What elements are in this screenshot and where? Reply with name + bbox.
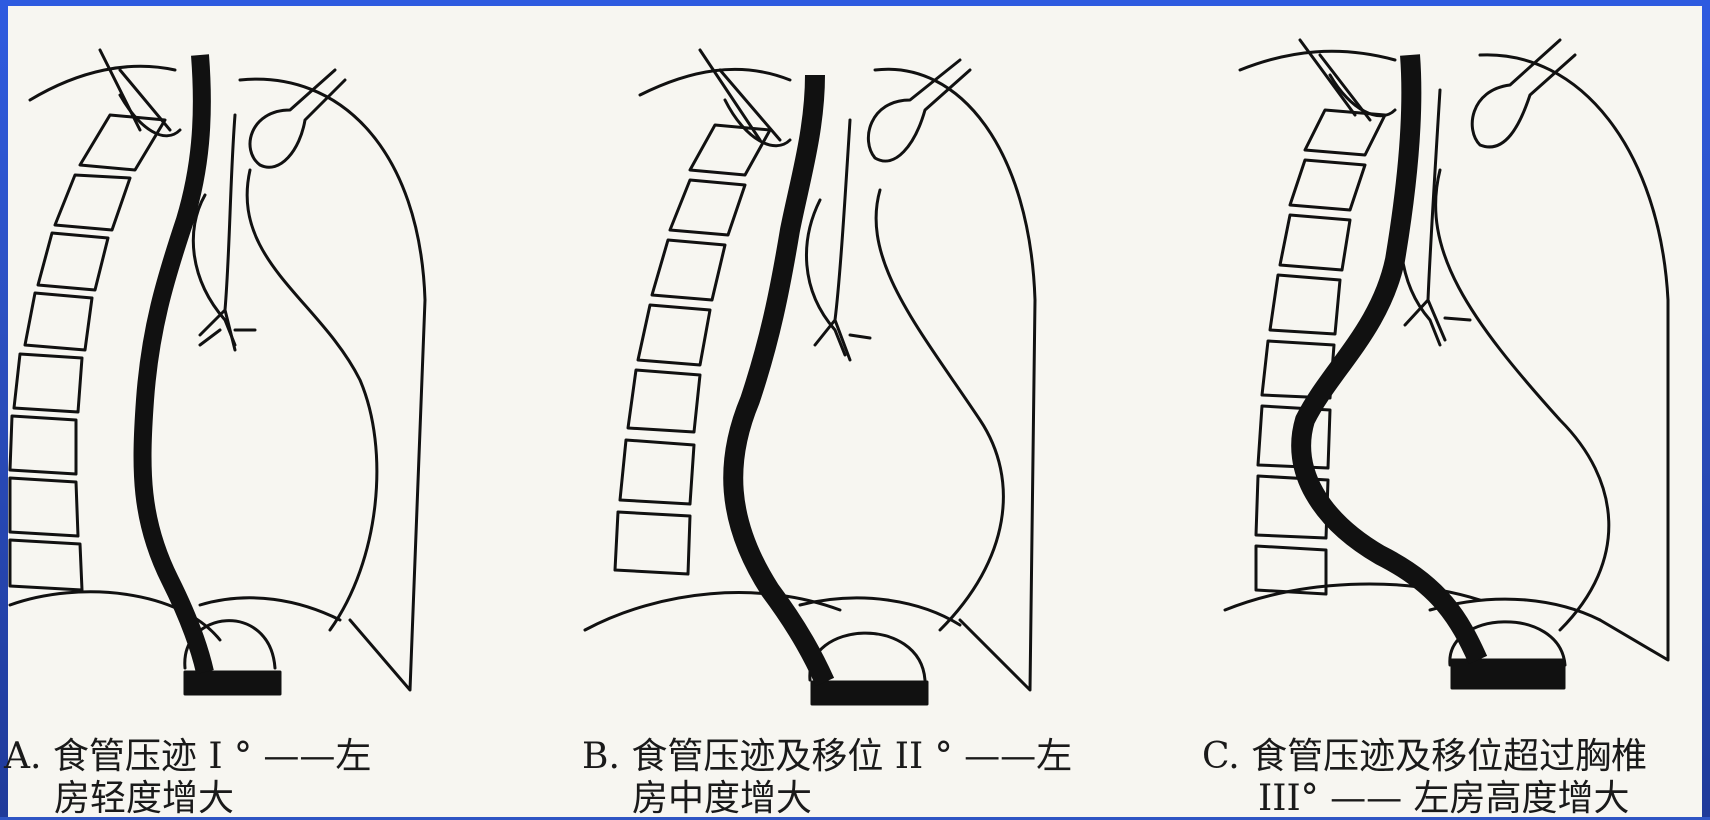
panel-a-heart-border	[247, 170, 377, 630]
caption-a: A. 食管压迹 I ° ——左 房轻度增大	[4, 736, 371, 820]
panel-c-rib-1	[1240, 51, 1395, 70]
panel-c-esophagus	[1301, 55, 1478, 660]
caption-b-line1: B. 食管压迹及移位 II ° ——左	[582, 736, 1072, 778]
caption-b-line2: 房中度增大	[582, 778, 1072, 820]
panel-a	[10, 50, 425, 694]
panel-b-spine	[615, 125, 770, 574]
panel-b-esophagus	[733, 75, 825, 682]
panel-b-diaphragm-right	[800, 598, 960, 625]
caption-c: C. 食管压迹及移位超过胸椎 III° —— 左房高度增大	[1202, 736, 1647, 820]
caption-b: B. 食管压迹及移位 II ° ——左 房中度增大	[582, 736, 1072, 820]
caption-a-line1: A. 食管压迹 I ° ——左	[4, 736, 371, 778]
panel-a-rib-1	[30, 66, 175, 100]
panel-a-diaphragm-right	[200, 598, 340, 620]
panel-c-heart-border	[1436, 170, 1609, 630]
panel-c-stomach-base	[1452, 660, 1564, 688]
panel-b-lung-outline	[875, 69, 1035, 690]
panel-b-heart-border	[876, 190, 1003, 630]
panel-a-esophagus	[143, 55, 205, 672]
panel-b-stomach-base	[812, 682, 927, 704]
panel-c-spine	[1256, 110, 1385, 594]
panel-b-trachea	[815, 120, 870, 360]
caption-c-line2: III° —— 左房高度增大	[1202, 778, 1647, 820]
panel-b	[585, 50, 1035, 704]
panel-c	[1225, 40, 1668, 688]
caption-c-line1: C. 食管压迹及移位超过胸椎	[1202, 736, 1647, 778]
caption-a-line2: 房轻度增大	[4, 778, 371, 820]
panel-a-stomach-base	[185, 672, 280, 694]
